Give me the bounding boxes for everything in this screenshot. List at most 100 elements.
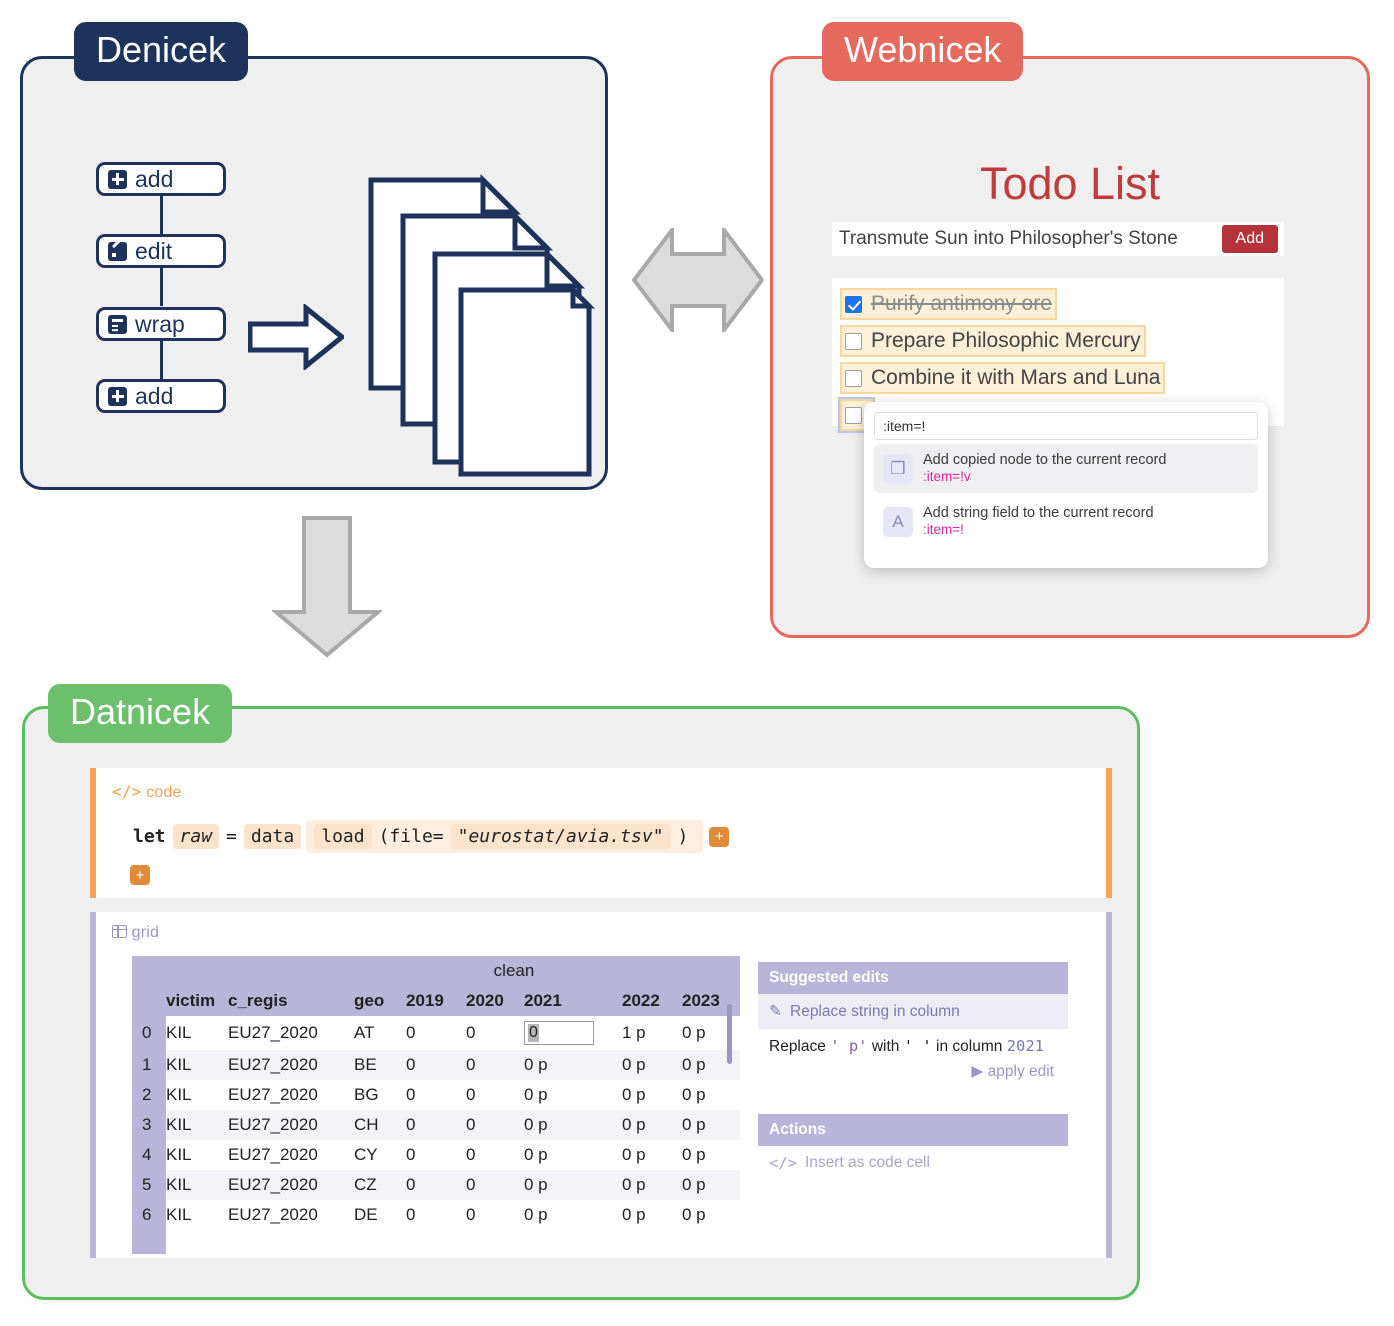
autocomplete-option-add-string-field[interactable]: A Add string field to the current record… [874,497,1258,546]
cell-geo[interactable]: DE [354,1205,378,1224]
cell-2021[interactable]: 0 p [524,1110,622,1140]
cell-2023[interactable]: 0 p [682,1170,740,1200]
cell-c_regis[interactable]: EU27_2020 [228,1110,354,1140]
cell-2021[interactable]: 0 p [524,1145,548,1164]
data-table-wrapper[interactable]: clean victim c_regis geo 2019 2020 2021 … [132,956,740,1254]
cell-2021[interactable]: 0 p [524,1085,548,1104]
cell-2023[interactable]: 0 p [682,1145,706,1164]
cell-2019[interactable]: 0 [406,1050,466,1080]
cell-geo[interactable]: CZ [354,1170,406,1200]
table-row[interactable]: 4 KIL EU27_2020 CY 0 0 0 p 0 p 0 p [132,1140,740,1170]
cell-2019[interactable]: 0 [406,1110,466,1140]
code-token-data[interactable]: data [243,824,302,849]
cell-2019[interactable]: 0 [406,1170,466,1200]
checkbox-icon[interactable] [845,369,862,387]
column-header-c_regis[interactable]: c_regis [228,991,288,1010]
cell-2022[interactable]: 0 p [622,1170,682,1200]
cell-victim[interactable]: KIL [166,1110,228,1140]
column-header-2023[interactable]: 2023 [682,991,720,1010]
cell-2019[interactable]: 0 [406,1145,416,1164]
checkbox-icon[interactable] [845,332,862,350]
apply-edit-button[interactable]: ▶ apply edit [758,1060,1068,1090]
cell-2019[interactable]: 0 [406,1085,416,1104]
cell-2021[interactable]: 0 p [524,1170,622,1200]
cell-geo[interactable]: CH [354,1110,406,1140]
table-row[interactable]: 5 KIL EU27_2020 CZ 0 0 0 p 0 p 0 p [132,1170,740,1200]
table-row[interactable]: 1 KIL EU27_2020 BE 0 0 0 p 0 p 0 p [132,1050,740,1080]
table-scrollbar[interactable] [727,1004,732,1064]
autocomplete-option-add-copied-node[interactable]: ❐ Add copied node to the current record … [874,444,1258,493]
cell-2020[interactable]: 0 [466,1050,524,1080]
cell-c_regis[interactable]: EU27_2020 [228,1205,318,1224]
column-header-victim[interactable]: victim [166,991,216,1010]
cell-2019[interactable]: 0 [406,1023,416,1042]
denicek-node-add-1[interactable]: add [96,162,226,196]
code-token-filename[interactable]: "eurostat/avia.tsv" [450,824,671,849]
list-item[interactable]: Combine it with Mars and Luna [839,362,1166,394]
column-header-2021[interactable]: 2021 [524,991,562,1010]
cell-victim[interactable]: KIL [166,1170,228,1200]
cell-c_regis[interactable]: EU27_2020 [228,1170,354,1200]
cell-2020[interactable]: 0 [466,1110,524,1140]
denicek-node-edit[interactable]: edit [96,234,226,268]
new-todo-input[interactable]: Transmute Sun into Philosopher's Stone [839,228,1178,249]
checkbox-checked-icon[interactable] [845,295,862,313]
list-item[interactable]: Prepare Philosophic Mercury [840,325,1146,357]
cell-victim[interactable]: KIL [166,1145,192,1164]
cell-geo[interactable]: BE [354,1050,406,1080]
cell-c_regis[interactable]: EU27_2020 [228,1145,318,1164]
table-row[interactable]: 2 KIL EU27_2020 BG 0 0 0 p 0 p 0 p [132,1080,740,1110]
autocomplete-input[interactable]: :item=! [874,412,1258,440]
cell-2022[interactable]: 0 p [622,1205,646,1224]
code-line[interactable]: let raw = data load (file= "eurostat/avi… [126,820,1112,853]
cell-c_regis[interactable]: EU27_2020 [228,1085,318,1104]
cell-2020[interactable]: 0 [466,1145,476,1164]
cell-victim[interactable]: KIL [166,1205,192,1224]
add-line-button[interactable]: + [130,865,150,885]
cell-geo[interactable]: CY [354,1145,378,1164]
code-token-load[interactable]: load [314,824,372,849]
cell-2021[interactable]: 0 p [524,1050,622,1080]
table-row[interactable]: 3 KIL EU27_2020 CH 0 0 0 p 0 p 0 p [132,1110,740,1140]
cell-2022[interactable]: 0 p [622,1110,682,1140]
cell-2023[interactable]: 0 p [682,1110,740,1140]
cell-victim[interactable]: KIL [166,1050,228,1080]
code-token-raw[interactable]: raw [172,824,220,849]
cell-2019[interactable]: 0 [406,1205,416,1224]
add-expression-button[interactable]: + [709,826,730,847]
column-header-2019[interactable]: 2019 [406,991,444,1010]
cell-c_regis[interactable]: EU27_2020 [228,1050,354,1080]
cell-2020[interactable]: 0 [466,1205,476,1224]
cell-2021-editing[interactable]: 0 [524,1016,622,1050]
cell-c_regis[interactable]: EU27_2020 [228,1023,318,1042]
cell-2022[interactable]: 0 p [622,1085,646,1104]
cell-victim[interactable]: KIL [166,1023,192,1042]
cell-geo[interactable]: AT [354,1023,375,1042]
denicek-node-add-2[interactable]: add [96,379,226,413]
cell-2022[interactable]: 0 p [622,1145,646,1164]
suggested-edit-item[interactable]: ✎ Replace string in column [758,994,1068,1029]
column-header-geo[interactable]: geo [354,991,385,1010]
list-item[interactable]: Purify antimony ore [840,288,1057,320]
cell-2022[interactable]: 1 p [622,1023,646,1042]
cell-2021[interactable]: 0 p [524,1205,548,1224]
denicek-node-wrap[interactable]: wrap [96,307,226,341]
cell-2023[interactable]: 0 p [682,1085,706,1104]
cell-2022[interactable]: 0 p [622,1050,682,1080]
cell-victim[interactable]: KIL [166,1085,192,1104]
column-header-2022[interactable]: 2022 [622,991,660,1010]
add-todo-button[interactable]: Add [1221,225,1278,253]
cell-2020[interactable]: 0 [466,1085,476,1104]
table-row[interactable]: 6 KIL EU27_2020 DE 0 0 0 p 0 p 0 p [132,1200,740,1230]
table-row[interactable]: 0 KIL EU27_2020 AT 0 0 0 1 p 0 p [132,1016,740,1050]
cell-editor-input[interactable]: 0 [524,1021,594,1045]
cell-geo[interactable]: BG [354,1085,379,1104]
column-header-2020[interactable]: 2020 [466,991,504,1010]
cell-2023[interactable]: 0 p [682,1205,706,1224]
wrap-square-icon [108,314,127,334]
cell-2020[interactable]: 0 [466,1023,476,1042]
cell-2023[interactable]: 0 p [682,1023,706,1042]
action-insert-as-code-cell[interactable]: </> Insert as code cell [758,1146,1068,1180]
checkbox-icon[interactable] [845,406,862,424]
cell-2020[interactable]: 0 [466,1170,524,1200]
